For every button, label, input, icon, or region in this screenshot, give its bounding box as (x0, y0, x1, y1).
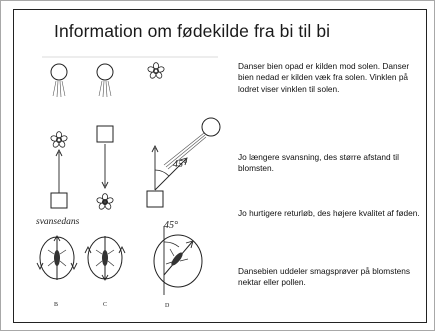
panel-label-c: C (103, 302, 107, 308)
figure-caption: svansedans (36, 217, 80, 227)
panel-label-b: B (54, 302, 58, 308)
angle-arrow-icon (151, 144, 188, 191)
waggle-dance-diagram: 45° svansedans 45° (36, 56, 221, 309)
flower-icon (50, 131, 68, 148)
paragraph-quality: Jo hurtigere returløb, des højere kvalit… (238, 208, 420, 218)
waggle-dance-loop-icon (153, 226, 203, 295)
arrow-up-icon (55, 148, 63, 193)
hive-icon (96, 125, 114, 143)
angle-label: 45° (173, 159, 187, 170)
sun-icon (50, 63, 68, 98)
sun-icon (163, 117, 221, 170)
flower-icon (96, 193, 114, 210)
paragraph-distance: Jo længere svansning, des større afstand… (238, 152, 399, 174)
paragraph-direction: Danser bien opad er kilden mod solen. Da… (238, 61, 410, 94)
angle-label: 45° (164, 220, 178, 231)
sun-icon (96, 63, 114, 98)
slide-title: Information om fødekilde fra bi til bi (54, 21, 331, 41)
slide: Information om fødekilde fra bi til bi (13, 9, 427, 323)
arrow-down-icon (101, 144, 109, 190)
waggle-dance-loop-icon (84, 236, 126, 281)
hive-icon (50, 192, 68, 209)
hive-icon (146, 190, 164, 208)
flower-icon (147, 62, 165, 79)
panel-label-d: D (165, 303, 170, 309)
waggle-dance-loop-icon (36, 235, 78, 280)
paragraph-samples: Dansebien uddeler smagsprøver på blomste… (238, 266, 411, 288)
